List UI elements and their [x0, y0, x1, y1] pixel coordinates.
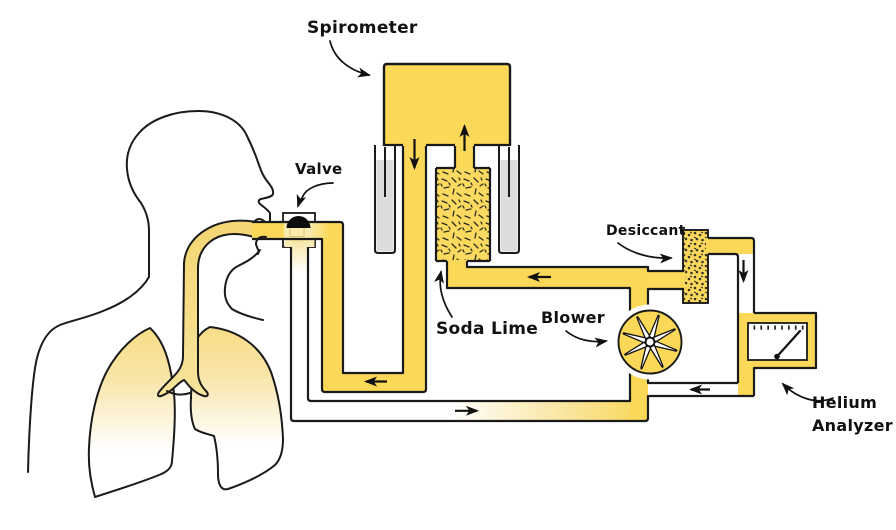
analyzer-needle-pivot — [774, 353, 780, 360]
analyzer-bottom-stub — [738, 368, 754, 396]
label-helium-analyzer-line1: Helium — [812, 393, 878, 412]
label-blower: Blower — [541, 308, 605, 327]
sodalime-return-pipe-fill — [447, 261, 630, 288]
sodalime-pointer-arrow — [434, 270, 453, 318]
spirometer-assembly — [374, 62, 520, 263]
desiccant-outlet-pipe-fill — [706, 238, 754, 254]
riser-tube-outline — [453, 146, 476, 168]
water-trough-right — [498, 145, 520, 254]
analyzer-scale-ticks — [753, 325, 804, 330]
label-soda-lime: Soda Lime — [436, 319, 539, 339]
desiccant-inlet-stub-fill — [648, 271, 685, 289]
upper-lip — [253, 218, 266, 223]
label-desiccant: Desiccant — [606, 223, 686, 239]
helium-analyzer — [738, 313, 816, 396]
head-back-outline — [27, 110, 248, 473]
bell-skirt-walls — [384, 147, 510, 197]
supply-pipe-fill — [252, 145, 426, 392]
water-seal-right — [500, 160, 518, 252]
water-trough-left — [374, 145, 396, 254]
sodalime-riser-tube-fill — [455, 145, 474, 169]
person-figure — [27, 110, 284, 498]
desiccant-pointer-arrow — [617, 242, 673, 264]
blower-fan — [612, 304, 688, 380]
valve-pointer-arrow — [296, 182, 334, 208]
label-helium-analyzer-line2: Analyzer — [812, 416, 893, 435]
mouth-details — [223, 218, 267, 321]
exhale-pipe-fill — [291, 239, 308, 299]
annotation-arrows — [296, 40, 834, 402]
blower-hub — [644, 336, 656, 348]
analyzer-needle — [775, 329, 802, 358]
carina-line — [166, 390, 191, 396]
lung-right — [188, 326, 284, 491]
bell-outline — [382, 62, 512, 146]
blower-pointer-arrow — [565, 330, 608, 348]
trachea-tube — [156, 219, 258, 398]
lung-left — [87, 327, 176, 498]
desiccant-cartridge — [682, 229, 709, 304]
helium-pointer-arrow — [781, 382, 834, 402]
face-profile-outline — [246, 135, 275, 222]
flow-arrows — [364, 124, 749, 416]
spirometer-bell — [384, 64, 510, 145]
chin-throat-shoulder — [223, 249, 264, 321]
label-spirometer: Spirometer — [307, 18, 418, 38]
water-seal-left — [376, 160, 394, 252]
soda-lime-canister — [434, 166, 492, 263]
valve-disc — [286, 216, 311, 228]
spirometer-pointer-arrow — [329, 40, 371, 78]
label-valve: Valve — [295, 160, 343, 178]
